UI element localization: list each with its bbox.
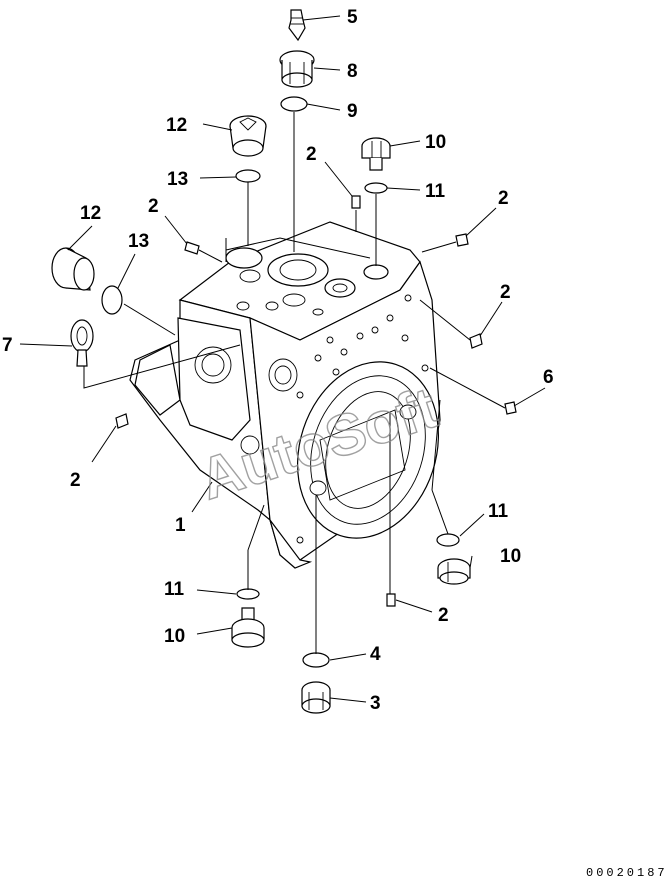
- callout-4: 4: [370, 644, 381, 665]
- callout-11: 11: [425, 181, 446, 202]
- pump-housing: [129, 221, 441, 569]
- callout-2: 2: [306, 144, 317, 165]
- callout-3: 3: [370, 693, 381, 714]
- callout-2: 2: [70, 470, 81, 491]
- assembly-lines: [83, 112, 506, 654]
- part-3-plug: [301, 681, 331, 714]
- callout-13: 13: [128, 231, 149, 252]
- part-11-washer-lower-right: [436, 533, 460, 547]
- callout-10: 10: [425, 132, 446, 153]
- callout-2: 2: [438, 605, 449, 626]
- drawing-number: 00020187: [586, 866, 667, 880]
- callout-10: 10: [164, 626, 185, 647]
- callout-labels: 5 8 9 12 10 2 13 11 2 12 13 2 2 7 6 2 1 …: [2, 7, 554, 714]
- part-10-bolt-lower-right: [437, 558, 471, 585]
- callout-12: 12: [166, 115, 187, 136]
- part-10-bolt-lower-left: [231, 607, 265, 648]
- callout-2: 2: [498, 188, 509, 209]
- callout-7: 7: [2, 335, 13, 356]
- leader-lines: [19, 15, 546, 703]
- part-13-oring-upper: [235, 169, 261, 183]
- callout-2: 2: [500, 282, 511, 303]
- part-12-plug-left: [51, 247, 95, 291]
- callout-2: 2: [148, 196, 159, 217]
- part-11-washer-lower-left: [236, 588, 260, 600]
- part-11-washer-upper: [364, 182, 388, 194]
- part-4-oring: [302, 652, 330, 668]
- part-7-eyebolt: [70, 319, 94, 367]
- part-12-plug-upper: [229, 115, 267, 157]
- part-9-oring: [280, 96, 308, 112]
- callout-10: 10: [500, 546, 521, 567]
- callout-9: 9: [347, 101, 358, 122]
- part-5-fitting: [288, 9, 306, 42]
- callout-12: 12: [80, 203, 101, 224]
- part-10-bolt-upper: [361, 137, 391, 171]
- callout-1: 1: [175, 515, 186, 536]
- callout-5: 5: [347, 7, 358, 28]
- callout-13: 13: [167, 169, 188, 190]
- callout-11: 11: [164, 579, 185, 600]
- part-13-oring-left: [101, 285, 123, 315]
- callout-11: 11: [488, 501, 509, 522]
- callout-6: 6: [543, 367, 554, 388]
- part-2-plugs: [115, 195, 517, 607]
- callout-8: 8: [347, 61, 358, 82]
- part-8-plug: [279, 50, 315, 88]
